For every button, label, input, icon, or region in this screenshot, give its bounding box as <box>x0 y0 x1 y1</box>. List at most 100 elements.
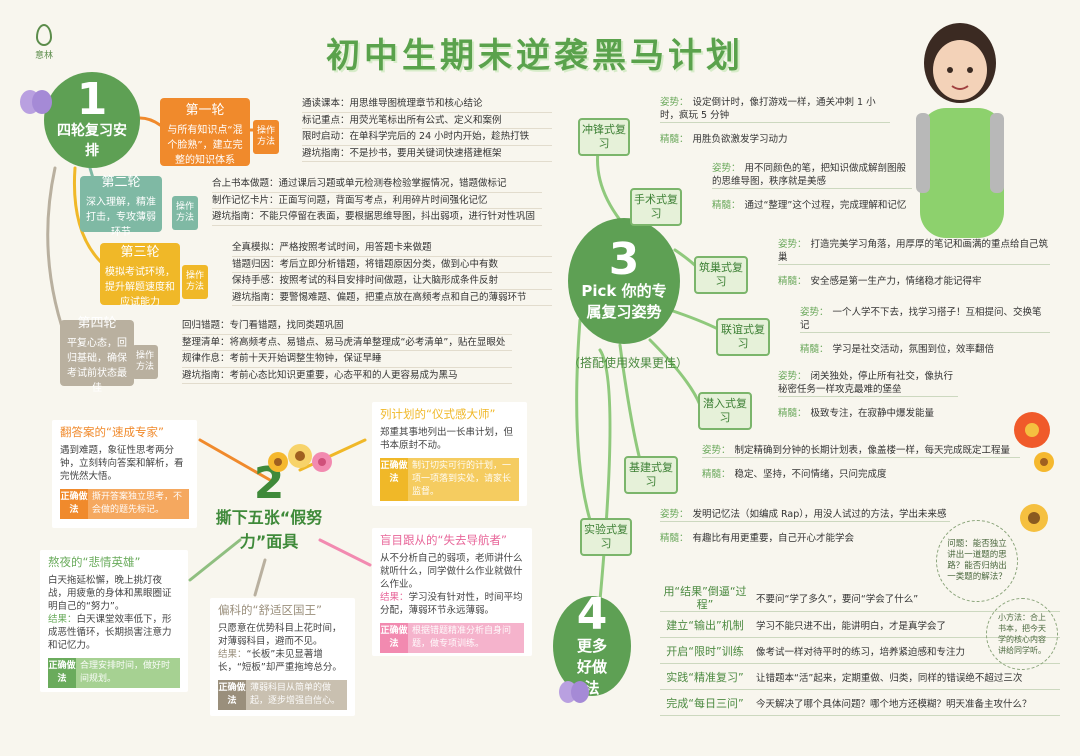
essence-label: 精髓： <box>778 408 807 419</box>
mask-card-planner: 列计划的“仪式感大师” 郑重其事地列出一长串计划，但书本原封不动。 正确做法制订… <box>372 402 527 506</box>
list-item: 合上书本做题：通过课后习题或单元检测卷检验掌握情况，错题做标记 <box>212 176 542 193</box>
style-lianyi: 联谊式复习 <box>716 318 770 356</box>
tip-label: 实践“精准复习” <box>666 670 744 684</box>
pose-text: 发明记忆法（如编成 Rap），用没人试过的方法，学出未来感 <box>692 509 947 520</box>
style-shiyan-detail: 姿势：发明记忆法（如编成 Rap），用没人试过的方法，学出未来感 精髓：有趣比有… <box>660 508 950 545</box>
style-zhuchao: 筑巢式复习 <box>694 256 748 294</box>
section2-badge: 2 撕下五张“假努力”面具 <box>205 458 333 558</box>
section3-title: Pick 你的专属复习姿势 <box>581 282 667 321</box>
tip-text: 像考试一样对待平时的练习，培养紧迫感和专注力 <box>756 646 966 658</box>
round1-box: 第一轮 与所有知识点“混个脸熟”，建立完整的知识体系 <box>160 98 250 166</box>
card-body: 遇到难题，象征性思考两分钟，立刻转向答案和解析，看完恍然大悟。 <box>60 445 184 482</box>
section4-tips: 用“结果”倒逼“过程” 不要问“学了多久”，要问“学会了什么” 建立“输出”机制… <box>660 584 1060 716</box>
leaf-icon <box>36 24 52 46</box>
pose-text: 用不同颜色的笔，把知识做成解剖图般的思维导图，秩序就是美感 <box>712 163 907 187</box>
list-item: 全真模拟：严格按照考试时间，用答题卡来做题 <box>232 240 552 257</box>
tip-text: 学习不能只进不出，能讲明白，才是真学会了 <box>756 620 947 632</box>
essence-text: 通过“整理”这个过程，完成理解和记忆 <box>744 200 907 211</box>
section2-title: 撕下五张“假努力”面具 <box>215 508 323 551</box>
style-jijian: 基建式复习 <box>624 456 678 494</box>
daisy-decoration-icon <box>1020 504 1048 532</box>
round2-desc: 深入理解，精准打击，专攻薄弱环节 <box>86 196 156 238</box>
tip-text: 让错题本“活”起来，定期重做、归类，同样的错误绝不超过三次 <box>756 672 1023 684</box>
question-bubble: 问题：能否独立讲出一道题的思路？能否归纳出一类题的解法？ <box>936 520 1018 602</box>
pose-label: 姿势： <box>800 307 829 318</box>
essence-label: 精髓： <box>712 200 741 211</box>
logo-text: 意林 <box>34 51 53 61</box>
round3-op-label: 操作方法 <box>182 265 208 299</box>
card-title: 偏科的“舒适区国王” <box>218 603 322 617</box>
list-item: 避坑指南：要警惕难题、偏题，把重点放在高频考点和自己的薄弱环节 <box>232 290 552 306</box>
style-zhuchao-detail: 姿势：打造完美学习角落，用厚厚的笔记和画满的重点给自己筑巢 精髓：安全感是第一生… <box>778 238 1050 288</box>
section3-subtitle: （搭配使用效果更佳） <box>567 356 688 370</box>
list-item: 制作记忆卡片：正面写问题，背面写考点，利用碎片时间强化记忆 <box>212 193 542 209</box>
list-item: 标记重点：用荧光笔标出所有公式、定义和案例 <box>302 113 552 129</box>
pose-label: 姿势： <box>660 97 689 108</box>
style-qianru: 潜入式复习 <box>698 392 752 430</box>
round2-title: 第二轮 <box>101 174 141 190</box>
essence-label: 精髓： <box>800 344 829 355</box>
section3-badge: 3 Pick 你的专属复习姿势 <box>568 218 680 344</box>
flower-decoration-icon <box>1014 412 1054 472</box>
mask-card-comfort-zone: 偏科的“舒适区国王” 只愿意在优势科目上花时间，对薄弱科目，避而不见。 结果：“… <box>210 598 355 716</box>
card-body: 只愿意在优势科目上花时间，对薄弱科目，避而不见。 <box>218 623 342 647</box>
round4-title: 第四轮 <box>77 316 117 331</box>
tip-label: 开启“限时”训练 <box>666 644 744 658</box>
brand-logo: 意林 <box>26 24 62 61</box>
student-illustration <box>916 23 1004 238</box>
pose-text: 闭关独处，停止所有社交，像执行秘密任务一样攻克最难的堡垒 <box>778 371 954 395</box>
round2-items: 合上书本做题：通过课后习题或单元检测卷检验掌握情况，错题做标记 制作记忆卡片：正… <box>212 176 542 226</box>
correct-label: 正确做法 <box>218 680 246 710</box>
essence-text: 用胜负欲激发学习动力 <box>692 134 788 145</box>
round2-op-label: 操作方法 <box>172 196 198 230</box>
card-body: 白天拖延松懈，晚上挑灯夜战，用疲惫的身体和黑眼圈证明自己的“努力”。 <box>48 575 172 612</box>
correct-label: 正确做法 <box>60 489 88 519</box>
style-chong: 冲锋式复习 <box>578 118 630 156</box>
butterfly-icon <box>20 90 52 114</box>
list-item: 避坑指南：考前心态比知识更重要，心态平和的人更容易成为黑马 <box>182 368 512 384</box>
result-label: 结果： <box>218 649 247 660</box>
list-item: 限时启动：在单科学完后的 24 小时内开始，趁热打铁 <box>302 129 552 146</box>
card-title: 列计划的“仪式感大师” <box>380 407 496 421</box>
card-fix: 合理安排时间，做好时间规划。 <box>80 661 171 684</box>
card-title: 熬夜的“悲情英雄” <box>48 555 141 569</box>
pose-text: 打造完美学习角落，用厚厚的笔记和画满的重点给自己筑巢 <box>778 239 1049 263</box>
round3-title: 第三轮 <box>120 244 160 260</box>
essence-text: 有趣比有用更重要，自己开心才能学会 <box>692 533 855 544</box>
round3-items: 全真模拟：严格按照考试时间，用答题卡来做题 错题归因：考后立即分析错题，将错题原… <box>232 240 552 306</box>
pose-label: 姿势： <box>778 239 807 250</box>
mask-card-blind-follower: 盲目跟从的“失去导航者” 从不分析自己的弱项，老师讲什么就听什么，同学做什么作业… <box>372 528 532 656</box>
pose-text: 制定精确到分钟的长期计划表，像盖楼一样，每天完成既定工程量 <box>734 445 1011 456</box>
round4-op-label: 操作方法 <box>132 345 158 379</box>
essence-label: 精髓： <box>660 134 689 145</box>
card-title: 盲目跟从的“失去导航者” <box>380 533 507 547</box>
pose-label: 姿势： <box>702 445 731 456</box>
style-shiyan: 实验式复习 <box>580 518 632 556</box>
style-chong-detail: 姿势：设定倒计时，像打游戏一样，通关冲刺 1 小时，疯玩 5 分钟 精髓：用胜负… <box>660 96 890 146</box>
pose-text: 设定倒计时，像打游戏一样，通关冲刺 1 小时，疯玩 5 分钟 <box>660 97 876 121</box>
card-fix: 薄弱科目从简单的做起，逐步增强自信心。 <box>250 683 341 706</box>
section4-badge: 4 更多好做法 <box>553 592 631 697</box>
section1-badge: 1 四轮复习安排 <box>44 72 140 168</box>
tip-text: 今天解决了哪个具体问题？哪个地方还模糊？明天准备主攻什么？ <box>756 698 1032 710</box>
list-item: 整理清单：将高频考点、易错点、易马虎清单整理成“必考清单”，贴在显眼处 <box>182 335 512 351</box>
style-jijian-detail: 姿势：制定精确到分钟的长期计划表，像盖楼一样，每天完成既定工程量 精髓：稳定、坚… <box>702 444 1020 481</box>
section1-title: 四轮复习安排 <box>57 123 127 159</box>
card-fix: 撕开答案独立思考，不会做的题先标记。 <box>92 492 183 515</box>
butterfly-icon <box>559 681 589 703</box>
mask-card-late-night: 熬夜的“悲情英雄” 白天拖延松懈，晚上挑灯夜战，用疲惫的身体和黑眼圈证明自己的“… <box>40 550 188 692</box>
page-title: 初中生期末逆袭黑马计划 <box>326 36 744 76</box>
section3-number: 3 <box>608 234 640 285</box>
round1-title: 第一轮 <box>185 102 225 118</box>
card-title: 翻答案的“速成专家” <box>60 425 164 439</box>
tip-label: 用“结果”倒逼“过程” <box>663 584 747 611</box>
round4-box: 第四轮 平复心态，回归基础，确保考试前状态最佳 <box>60 316 134 394</box>
pose-text: 一个人学不下去，找学习搭子！互相提问、交换笔记 <box>800 307 1042 331</box>
method-bubble: 小方法：合上书本，把今天学的核心内容讲给同学听。 <box>986 598 1058 670</box>
round4-desc: 平复心态，回归基础，确保考试前状态最佳 <box>67 338 127 394</box>
style-lianyi-detail: 姿势：一个人学不下去，找学习搭子！互相提问、交换笔记 精髓：学习是社交活动，氛围… <box>800 306 1050 356</box>
essence-text: 安全感是第一生产力，情绪稳才能记得牢 <box>810 276 982 287</box>
card-result: 学习没有针对性，时间平均分配，薄弱环节永远薄弱。 <box>380 592 523 616</box>
card-result: 白天课堂效率低下，形成恶性循环，长期损害注意力和记忆力。 <box>48 614 172 651</box>
round3-box: 第三轮 模拟考试环境，提升解题速度和应试能力 <box>100 243 180 308</box>
